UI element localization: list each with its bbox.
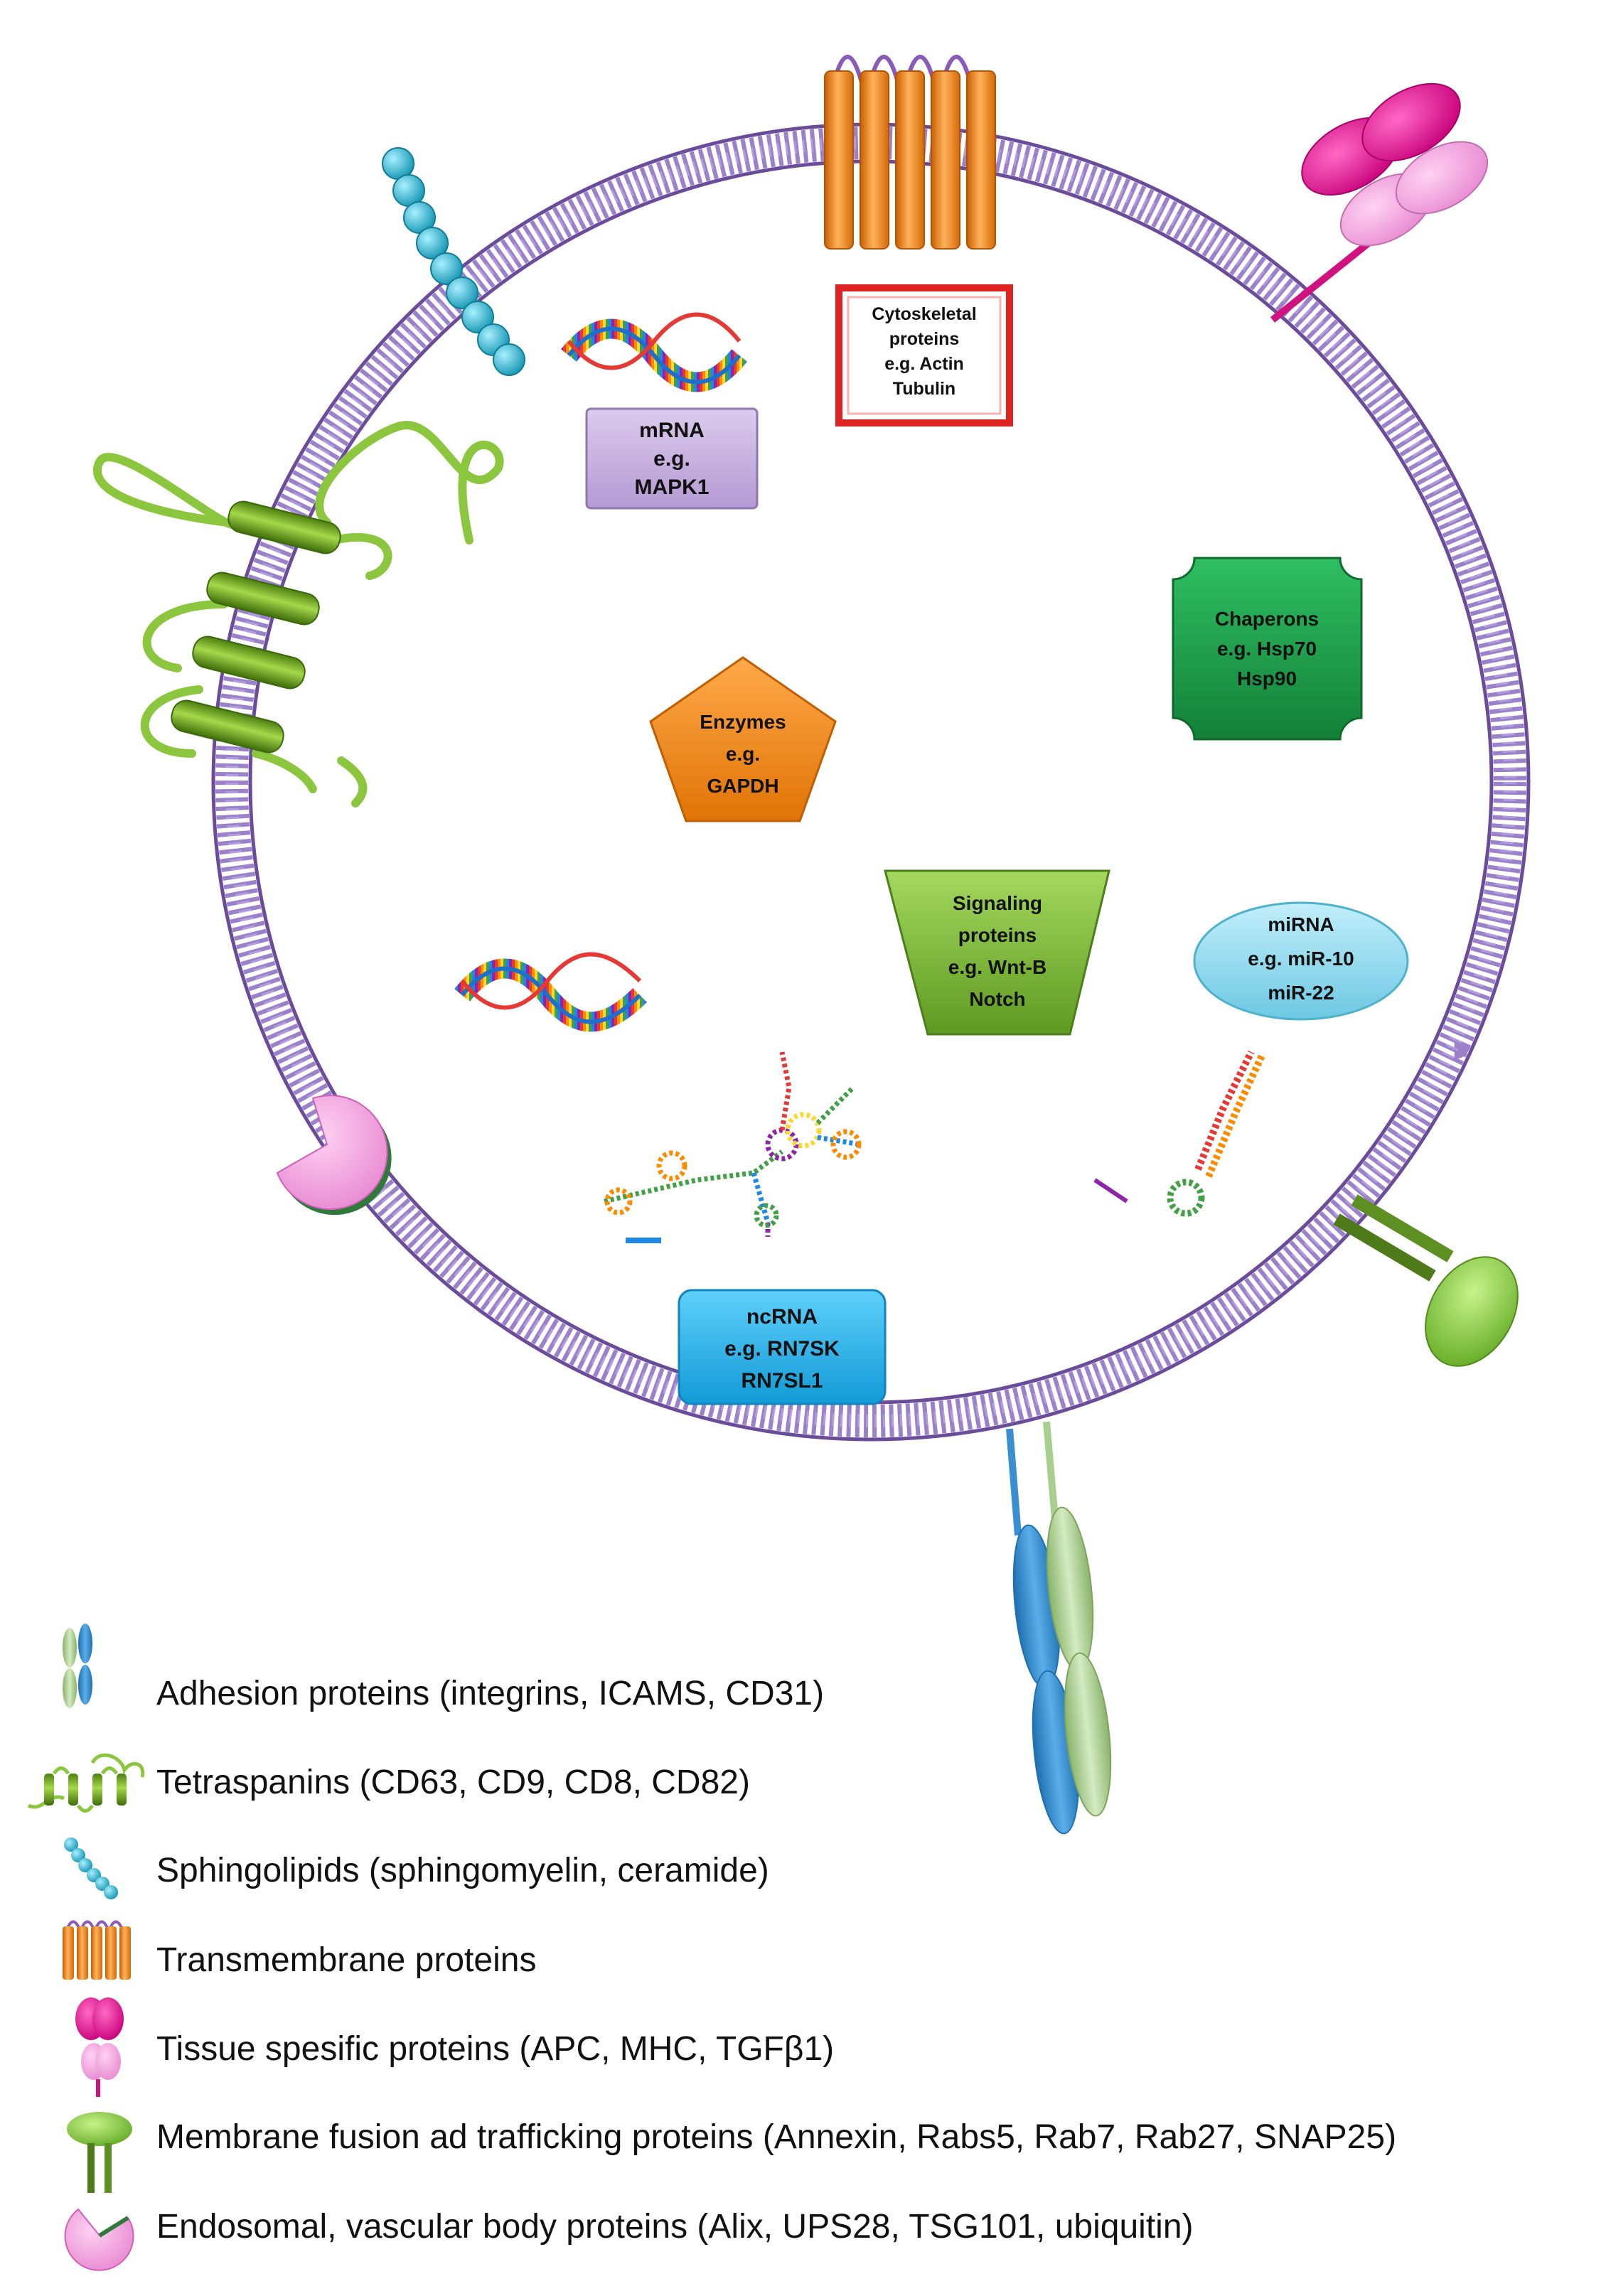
fusion-protein-icon [1333,1194,1519,1367]
adhesion-protein-icon [1006,1421,1112,1835]
ncrna-structure-icon [604,1051,862,1243]
legend-endosomal-icon [64,2208,134,2271]
legend-sphingolipid-icon [64,1838,118,1899]
dna-helix-icon-middle [454,952,647,1032]
legend-adhesion-icon [63,1624,92,1708]
cytoskeletal-proteins-box: Cytoskeletal proteins e.g. Actin Tubulin [835,284,1013,427]
mirna-label-line3: miR-22 [1268,982,1334,1004]
legend-tetraspanin-icon [27,1753,145,1813]
enzymes-label-line3: GAPDH [707,775,778,797]
legend-transmembrane-text: Transmembrane proteins [156,1941,536,1979]
legend-tetraspanin-text: Tetraspanins (CD63, CD9, CD8, CD82) [156,1764,750,1801]
cytoskeletal-label-line3: e.g. Actin [884,354,964,374]
mirna-hairpin-icon [1093,1050,1265,1217]
tissue-specific-protein-icon [1270,82,1489,323]
signaling-proteins-trapezoid: Signaling proteins e.g. Wnt-B Notch [884,869,1110,1036]
legend: Adhesion proteins (integrins, ICAMS, CD3… [27,1624,1396,2271]
legend-fusion-icon [67,2112,132,2193]
mirna-ellipse: miRNA e.g. miR-10 miR-22 [1193,901,1409,1021]
ncrna-box: ncRNA e.g. RN7SK RN7SL1 [678,1289,887,1405]
chaperons-label-line1: Chaperons [1215,608,1319,630]
mrna-label-line2: e.g. [653,447,690,471]
legend-endosomal-text: Endosomal, vascular body proteins (Alix,… [156,2208,1194,2246]
signaling-label-line1: Signaling [953,892,1042,914]
mrna-box: mRNA e.g. MAPK1 [585,407,759,510]
legend-tissue-specific-text: Tissue spesific proteins (APC, MHC, TGFβ… [156,2030,834,2068]
legend-adhesion-text: Adhesion proteins (integrins, ICAMS, CD3… [156,1675,824,1712]
transmembrane-protein-icon [824,55,996,250]
enzymes-pentagon: Enzymes e.g. GAPDH [649,656,837,822]
endosomal-protein-icon [276,1095,392,1216]
legend-sphingolipid-text: Sphingolipids (sphingomyelin, ceramide) [156,1852,769,1889]
sphingolipid-icon [382,147,525,376]
cytoskeletal-label-line2: proteins [889,329,960,349]
signaling-label-line4: Notch [969,988,1025,1010]
chaperons-box: Chaperons e.g. Hsp70 Hsp90 [1172,557,1363,741]
mrna-label-line3: MAPK1 [634,476,709,499]
mrna-label-line1: mRNA [639,419,705,442]
enzymes-label-line1: Enzymes [700,711,786,733]
cytoskeletal-label-line1: Cytoskeletal [872,304,976,324]
signaling-label-line3: e.g. Wnt-B [948,956,1046,978]
ncrna-label-line3: RN7SL1 [741,1369,823,1393]
legend-fusion-text: Membrane fusion ad trafficking proteins … [156,2118,1396,2156]
legend-transmembrane-icon [63,1920,131,1980]
legend-tissue-specific-icon [75,1997,124,2097]
chaperons-label-line2: e.g. Hsp70 [1217,638,1317,660]
mirna-label-line1: miRNA [1268,913,1334,935]
cytoskeletal-label-line4: Tubulin [893,379,955,399]
enzymes-label-line2: e.g. [726,743,760,765]
dna-helix-icon-top [561,312,747,392]
signaling-label-line2: proteins [958,924,1037,946]
ncrna-label-line2: e.g. RN7SK [724,1337,840,1361]
chaperons-label-line3: Hsp90 [1237,667,1297,690]
mirna-label-line2: e.g. miR-10 [1248,948,1354,970]
tetraspanin-icon [93,421,504,808]
ncrna-label-line1: ncRNA [746,1305,818,1329]
